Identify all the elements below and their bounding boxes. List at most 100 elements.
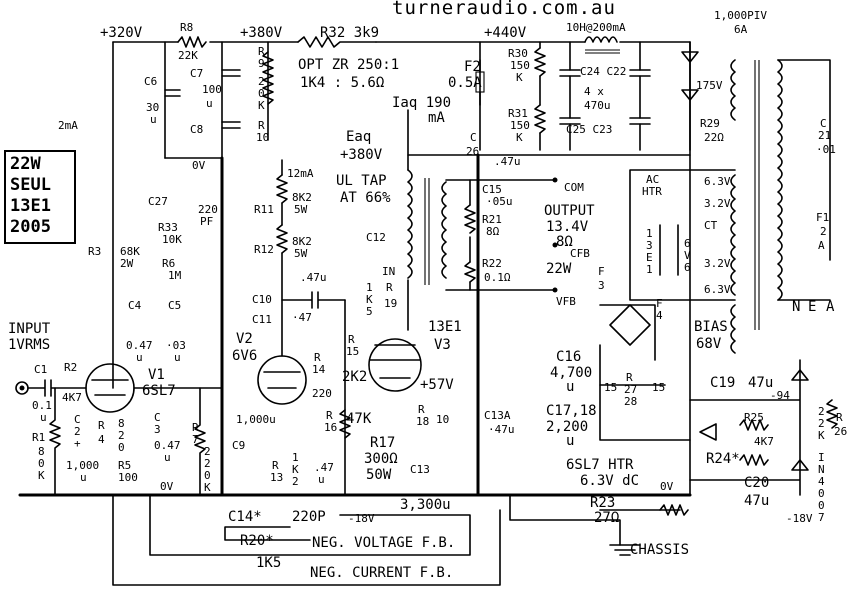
tube-v3-type: 13E1	[428, 319, 462, 335]
k2-val-a: 1	[292, 451, 299, 464]
choke-label: 10H@200mA	[566, 21, 626, 34]
r12-watt: 5W	[294, 247, 308, 260]
r8-ref: R8	[180, 21, 194, 34]
r18-ref-a: R	[418, 403, 425, 416]
r33-val: 10K	[162, 233, 182, 246]
tap-6v3-top: 6.3V	[704, 175, 731, 188]
r19-val-c: 5	[366, 305, 373, 318]
c20-val: 47u	[744, 493, 770, 509]
r31-ref: R31	[508, 107, 528, 120]
in-label: IN	[382, 265, 396, 278]
c17-18-val: 2,200	[546, 419, 589, 435]
c-1000u-b: 1,000u	[236, 413, 276, 426]
rail-neg18-b: -18V	[786, 512, 813, 525]
title-block: 22W SEUL 13E1 2005	[4, 150, 76, 244]
htr-voltage: 6.3V dC	[580, 473, 640, 489]
diode-amp: 6A	[734, 23, 748, 36]
r16-ref-a: R	[326, 409, 333, 422]
c-47u-c-unit: u	[318, 473, 325, 486]
c1-val: 0.1	[32, 399, 52, 412]
c17-18-unit: u	[566, 433, 575, 449]
r18-val: 10	[436, 413, 450, 426]
f3-ref-b: 3	[598, 279, 605, 292]
c7-unit: u	[206, 97, 213, 110]
c9-ref: C9	[232, 439, 246, 452]
f3-ref-a: F	[598, 265, 605, 278]
r13-ref-a: R	[272, 459, 279, 472]
r2-val: 4K7	[62, 391, 82, 404]
tap-6v3-bottom: 6.3V	[704, 283, 731, 296]
f4-ref-a: F	[656, 297, 663, 310]
rail-neg18-a: -18V	[348, 512, 375, 525]
input-label: INPUT	[8, 321, 51, 337]
tap-3v2-bottom: 3.2V	[704, 257, 731, 270]
tap-3v2-top: 3.2V	[704, 197, 731, 210]
r4-ref-a: R	[98, 419, 105, 432]
r10-ref-a: R	[258, 119, 265, 132]
r1-ref: R1	[32, 431, 46, 444]
chassis-label: CHASSIS	[630, 542, 690, 558]
r26-val-b: 2	[818, 417, 825, 430]
rail-440v: +440V	[484, 25, 527, 41]
r4-val-a: 8	[118, 417, 125, 430]
tube-v2-id: V2	[236, 331, 253, 347]
rail-0v-bottom-2: 0V	[660, 480, 674, 493]
r30-ref: R30	[508, 47, 528, 60]
r15-left: 15	[604, 381, 618, 394]
diode-1n4007-b: N	[818, 463, 825, 476]
r11-watt: 5W	[294, 203, 308, 216]
zener-175v: 175V	[696, 79, 723, 92]
c21-val: ·01	[816, 143, 836, 156]
r32-label: R32 3k9	[320, 25, 380, 41]
c-1000u-a-unit: u	[80, 471, 87, 484]
r26-ref-b: 26	[834, 425, 848, 438]
eaq-value: +380V	[340, 147, 383, 163]
f4-ref-b: 4	[656, 309, 663, 322]
r3-ref: R3	[88, 245, 102, 258]
c6-val: 30	[146, 101, 160, 114]
r26-val-c: K	[818, 429, 825, 442]
c27-ref: C27	[148, 195, 168, 208]
k2-val-b: K	[292, 463, 299, 476]
diode-1n4007-c: 4	[818, 475, 825, 488]
diode-1n4007-d: 0	[818, 487, 825, 500]
c21-ref-b: 21	[818, 129, 832, 142]
r13-ref-b: 13	[270, 471, 284, 484]
title-tube: 13E1	[10, 196, 51, 216]
title-year: 2005	[10, 217, 51, 237]
title-power: 22W	[10, 154, 41, 174]
r11-val: 8K2	[292, 191, 312, 204]
f2-val: 0.5A	[448, 75, 482, 91]
ultap-label: UL TAP	[336, 173, 387, 189]
r20-ref: R20*	[240, 533, 274, 549]
c13a-ref: C13A	[484, 409, 511, 422]
current-2ma: 2mA	[58, 119, 78, 132]
rail-320v: +320V	[100, 25, 143, 41]
r3-watt: 2W	[120, 257, 134, 270]
opt-ratio: 1K4 : 5.6Ω	[300, 75, 385, 91]
c17-18-ref: C17,18	[546, 403, 597, 419]
heater-13e1-b: 3	[646, 239, 653, 252]
r6-ref: R6	[162, 257, 176, 270]
achtr-ac: AC	[646, 173, 660, 186]
c3-ref-b: 3	[154, 423, 161, 436]
r3-val: 68K	[120, 245, 140, 258]
r7-val-a: 2	[204, 445, 211, 458]
c10-val: .47u	[300, 271, 327, 284]
r30-unit: K	[516, 71, 523, 84]
r26-val-a: 2	[818, 405, 825, 418]
iaq-label: Iaq 190	[392, 95, 452, 111]
r14-val: 220	[312, 387, 332, 400]
r28-val: 28	[624, 395, 638, 408]
c21-ref-a: C	[820, 117, 827, 130]
c-3300u: 3,300u	[400, 497, 451, 513]
c11-ref: C11	[252, 313, 272, 326]
rail-380v: +380V	[240, 25, 283, 41]
bias-label: BIAS	[694, 319, 728, 335]
c5-val: ·03	[166, 339, 186, 352]
f1-ref: F1	[816, 211, 830, 224]
bias-voltage: 68V	[696, 336, 722, 352]
c3-ref-a: C	[154, 411, 161, 424]
r1-val-a: 8	[38, 445, 45, 458]
r1-val-c: K	[38, 469, 45, 482]
